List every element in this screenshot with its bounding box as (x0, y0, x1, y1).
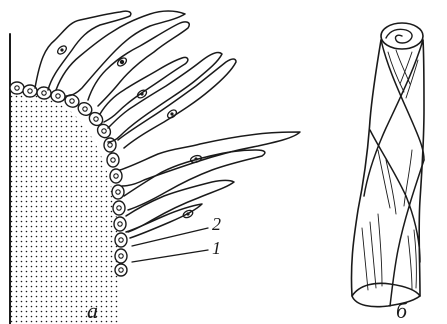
rolled-top-inner (386, 29, 412, 43)
epithelial-cell (10, 82, 24, 94)
callout-label-1: 1 (212, 238, 221, 258)
leader-line-2 (132, 228, 208, 246)
panel-a-caption: а (87, 298, 98, 323)
nucleolus (140, 92, 143, 95)
twisted-ribbon-outline (351, 40, 424, 307)
epithelial-cell (115, 233, 127, 247)
elongated-cell (120, 132, 300, 186)
panel-b (351, 23, 424, 307)
elongated-cell (35, 11, 131, 90)
elongated-cell (118, 59, 236, 148)
nucleolus (194, 157, 197, 160)
epithelial-cell (110, 169, 122, 183)
leader-line-1 (132, 250, 208, 262)
epithelial-cell (114, 217, 126, 231)
panel-a (10, 11, 300, 324)
nucleolus (120, 60, 124, 64)
elongated-cell (56, 11, 185, 96)
ribbon-bottom-end (352, 283, 420, 296)
epithelial-cell (107, 153, 119, 167)
epithelial-cell (37, 86, 52, 99)
panel-b-caption: б (396, 298, 408, 323)
nucleolus (60, 48, 63, 51)
epithelial-cell (112, 185, 124, 199)
nucleolus (186, 212, 189, 215)
epithelial-cell (115, 249, 127, 263)
callout-label-2: 2 (212, 214, 221, 234)
epithelial-cell (113, 201, 125, 215)
epithelial-cell (115, 264, 127, 276)
nucleolus (170, 112, 173, 115)
